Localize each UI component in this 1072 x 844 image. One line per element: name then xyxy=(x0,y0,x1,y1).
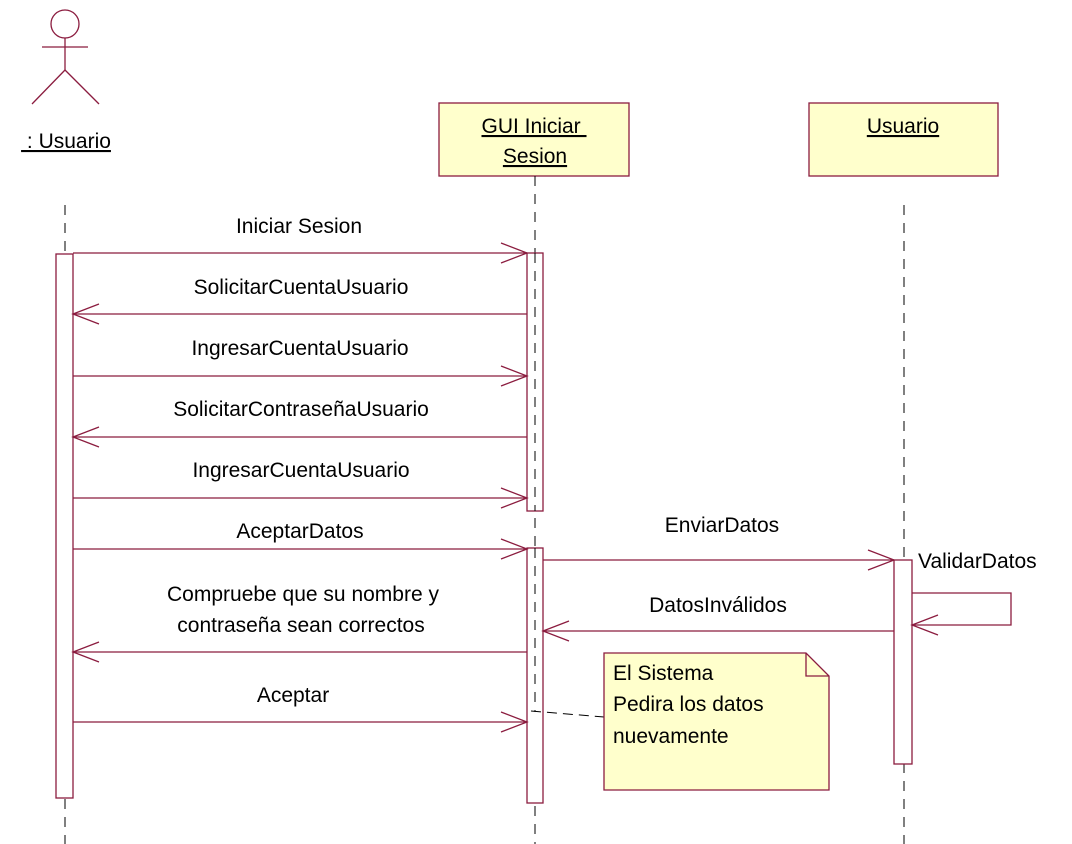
message-ingresar-cuenta-label: IngresarCuentaUsuario xyxy=(191,337,408,360)
actor-stick-figure-icon xyxy=(31,9,100,105)
message-ingresar-cuenta-2-label: IngresarCuentaUsuario xyxy=(192,459,409,482)
message-enviar-datos-label: EnviarDatos xyxy=(665,514,779,537)
gui-iniciar-sesion-box xyxy=(438,102,630,177)
message-iniciar-sesion-arrow xyxy=(73,242,529,264)
message-validar-datos-label: ValidarDatos xyxy=(918,550,1037,573)
message-aceptar-datos-arrow xyxy=(73,538,529,560)
usuario-object-label: Usuario xyxy=(867,115,939,138)
note-anchor-line xyxy=(530,710,605,718)
message-validar-datos-self-arrow xyxy=(910,592,1012,636)
message-compruebe-arrow xyxy=(71,641,527,663)
actor-usuario-label: : Usuario xyxy=(21,130,111,153)
message-iniciar-sesion-label: Iniciar Sesion xyxy=(236,215,362,238)
message-solicitar-contrasena-arrow xyxy=(71,426,527,448)
note-text-line1: El Sistema xyxy=(613,662,714,685)
message-datos-invalidos-label: DatosInválidos xyxy=(649,594,787,617)
message-solicitar-cuenta-label: SolicitarCuentaUsuario xyxy=(194,276,409,299)
note-box xyxy=(603,652,830,791)
message-enviar-datos-arrow xyxy=(543,549,896,571)
message-compruebe-label-line1: Compruebe que su nombre y xyxy=(167,583,439,606)
message-datos-invalidos-arrow xyxy=(541,620,894,642)
activation-usuario xyxy=(893,559,913,765)
note-text-line3: nuevamente xyxy=(613,725,729,748)
activation-actor xyxy=(55,253,74,799)
message-aceptar-datos-label: AceptarDatos xyxy=(236,520,363,543)
message-aceptar-arrow xyxy=(73,711,529,733)
message-compruebe-label-line2: contraseña sean correctos xyxy=(177,614,424,637)
message-aceptar-label: Aceptar xyxy=(257,684,329,707)
message-ingresar-cuenta-2-arrow xyxy=(73,487,529,509)
usuario-object-box xyxy=(808,102,999,177)
message-ingresar-cuenta-arrow xyxy=(73,365,529,387)
gui-iniciar-sesion-label-line2: Sesion xyxy=(503,145,567,168)
message-solicitar-contrasena-label: SolicitarContraseñaUsuario xyxy=(173,398,429,421)
gui-iniciar-sesion-label-line1: GUI Iniciar xyxy=(481,115,586,138)
message-solicitar-cuenta-arrow xyxy=(71,303,527,325)
note-text-line2: Pedira los datos xyxy=(613,693,764,716)
